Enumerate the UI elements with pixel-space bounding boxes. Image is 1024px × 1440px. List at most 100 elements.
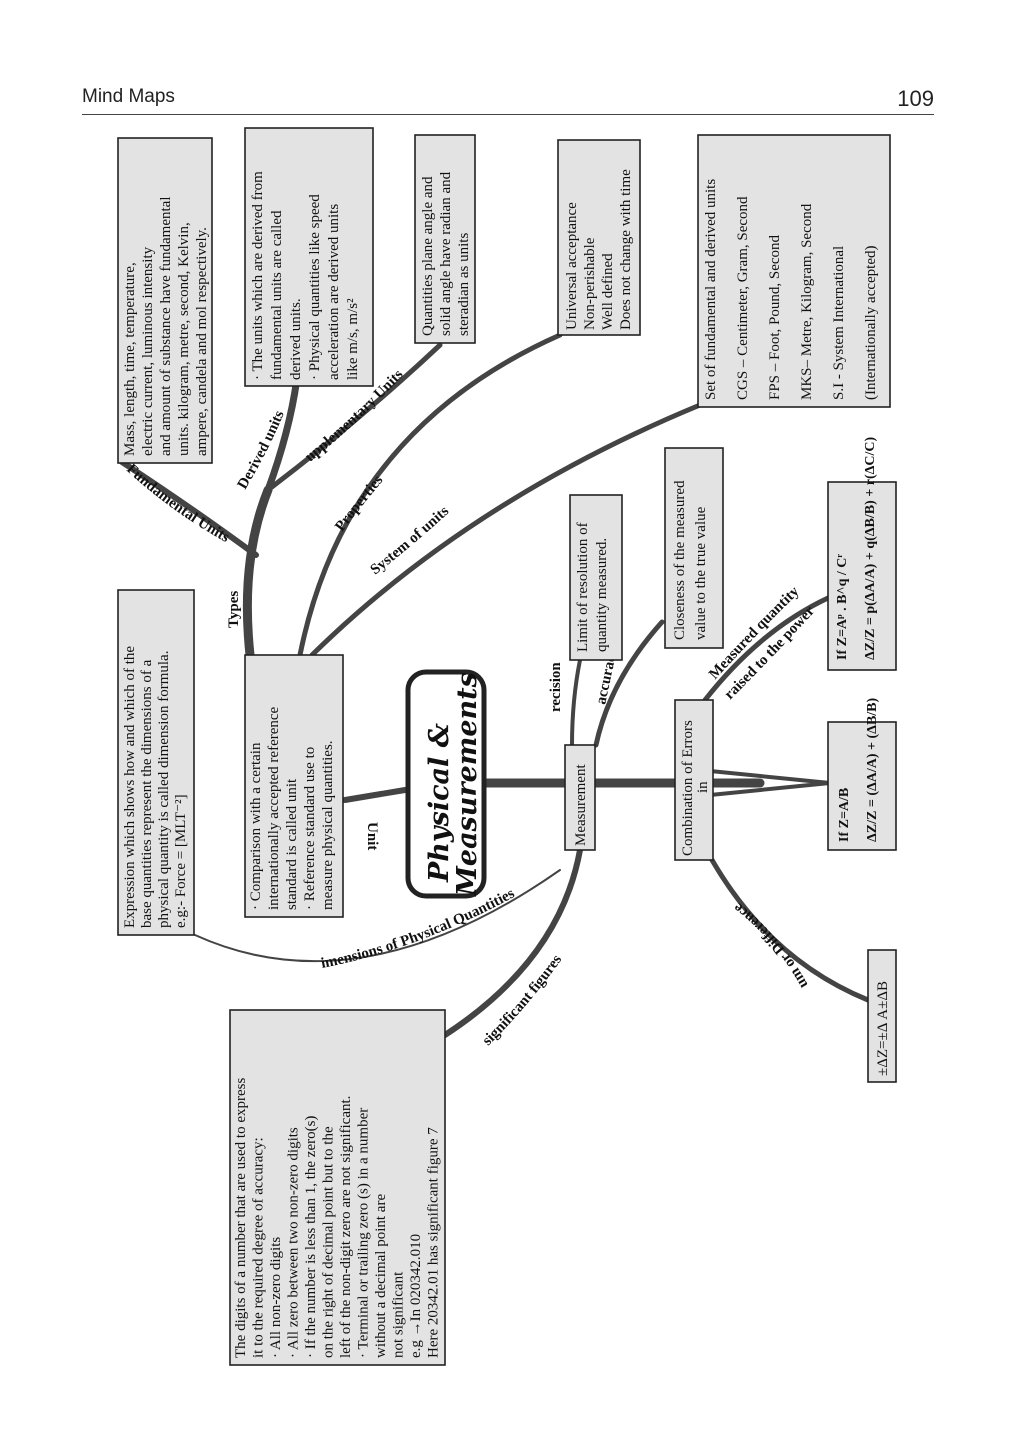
box-derived: · The units which are derived from funda… bbox=[244, 127, 374, 387]
box-properties-text-line-3: Does not change with time bbox=[618, 169, 634, 330]
box-power-text: If Z=Aᵖ . B^q / Cʳ ΔZ/Z = p(ΔA/A) + q(ΔB/… bbox=[835, 437, 878, 660]
box-dimension-text-line-1: base quantities represent the dimensions… bbox=[139, 659, 155, 928]
box-unit-text-line-3: · Reference standard use to bbox=[302, 747, 318, 910]
box-system-text-line-2: FPS – Foot, Pound, Second bbox=[767, 234, 783, 400]
box-fundamental-text-line-0: Mass, length, time, temperature, bbox=[122, 262, 138, 456]
box-sum: ±ΔZ=±Δ A±ΔB bbox=[867, 949, 897, 1083]
box-unit-text-line-1: internationally accepted reference bbox=[266, 706, 282, 910]
box-properties-text-line-1: Non-perishable bbox=[582, 237, 598, 330]
types-label: Types bbox=[226, 591, 242, 628]
box-significant: The digits of a number that are used to … bbox=[229, 1009, 446, 1366]
box-significant-text-line-1: it to the required degree of accuracy: bbox=[251, 1137, 267, 1358]
header-rule bbox=[82, 114, 934, 115]
box-division: If Z=A/B ΔZ/Z = (ΔA/A) + (ΔB/B) bbox=[827, 697, 897, 851]
branch-unit bbox=[342, 787, 408, 803]
box-significant-text-line-2: · All non-zero digits bbox=[268, 1237, 284, 1358]
box-significant-text: The digits of a number that are used to … bbox=[233, 1078, 442, 1358]
box-significant-text-line-3: · All zero between two non-zero digits bbox=[286, 1127, 302, 1358]
branch-sum bbox=[709, 857, 871, 1003]
box-supplementary-text-line-0: Quantities plane angle and bbox=[420, 176, 436, 336]
box-fundamental-text-line-3: units. kilogram, metre, second, Kelvin, bbox=[176, 222, 192, 456]
box-fundamental-text-line-1: electric current, luminous intensity bbox=[140, 246, 156, 456]
box-fundamental-text: Mass, length, time, temperature,electric… bbox=[122, 197, 210, 457]
branch-types-trunk bbox=[242, 485, 273, 660]
branch-power bbox=[702, 595, 831, 703]
box-derived-text-line-5: like m/s, m/s² bbox=[345, 298, 361, 380]
box-unit-text-line-2: standard is called unit bbox=[284, 778, 300, 910]
box-derived-text-line-4: acceleration are derived units bbox=[326, 204, 342, 380]
label-dimensions: imensions of Physical Quantities bbox=[320, 885, 518, 971]
label-precision: recision bbox=[548, 662, 564, 712]
branch-fundamental bbox=[119, 459, 259, 558]
box-derived-text: · The units which are derived from funda… bbox=[250, 171, 361, 380]
box-unit-text-line-4: measure physical quantities. bbox=[320, 740, 336, 910]
measurement-node: Measurement bbox=[564, 744, 596, 851]
branch-system bbox=[309, 402, 703, 658]
branch-accuracy bbox=[593, 619, 665, 748]
box-system-text-line-0: Set of fundamental and derived units bbox=[703, 179, 719, 400]
branch-derived bbox=[264, 374, 301, 494]
label-sum-or-difference: um or Difference bbox=[731, 899, 812, 991]
box-derived-text-line-3: · Physical quantities like speed bbox=[307, 194, 323, 380]
box-unit-text-line-0: · Comparison with a certain bbox=[248, 742, 264, 910]
box-unit: · Comparison with a certain internationa… bbox=[244, 654, 344, 918]
box-system-text-line-1: CGS – Centimeter, Gram, Second bbox=[735, 196, 751, 400]
box-supplementary-text-line-1: solid angle have radian and bbox=[438, 171, 454, 336]
unit-label: Unit bbox=[364, 822, 380, 850]
box-significant-text-line-11: Here 20342.01 has significant figure 7 bbox=[426, 1127, 442, 1358]
box-system-text-line-5: (Internationally accepted) bbox=[863, 245, 879, 400]
box-dimension-text-line-0: Expression which shows how and which of … bbox=[122, 646, 138, 928]
central-title-line1: Physical & bbox=[424, 722, 455, 883]
box-properties-text-line-0: Universal acceptance bbox=[564, 202, 580, 330]
box-dimension-text-line-3: e.g:- Force = [MLT⁻²] bbox=[173, 794, 189, 928]
box-significant-text-line-9: not significant bbox=[391, 1271, 407, 1358]
branch-precision bbox=[570, 658, 582, 747]
box-system-text: Set of fundamental and derived units CGS … bbox=[703, 179, 879, 400]
measurement-label: Measurement bbox=[573, 764, 589, 846]
box-precision-text-line-1: quantity measured. bbox=[594, 538, 610, 652]
central-node: Physical & Measurements bbox=[405, 669, 487, 899]
box-fundamental-text-line-2: and amount of substance have fundamental bbox=[158, 197, 174, 457]
branch-properties bbox=[297, 332, 563, 658]
branch-dimensions bbox=[194, 869, 561, 963]
box-supplementary-text-line-2: steradian as units bbox=[456, 233, 472, 336]
box-sum-text: ±ΔZ=±Δ A±ΔB bbox=[875, 981, 891, 1076]
box-significant-text-line-5: on the right of decimal point but to the bbox=[321, 1126, 337, 1358]
box-system-text-line-3: MKS– Metre, Kilogram, Second bbox=[799, 203, 815, 400]
box-power-text-line-0: If Z=Aᵖ . B^q / Cʳ bbox=[835, 554, 850, 660]
combination-node: Combination of Errors in bbox=[674, 699, 714, 861]
box-division-text-line-1: ΔZ/Z = (ΔA/A) + (ΔB/B) bbox=[865, 697, 880, 842]
page-number: 109 bbox=[897, 86, 934, 111]
label-properties: Properties bbox=[332, 472, 386, 534]
box-significant-text-line-8: without a decimal point are bbox=[373, 1194, 389, 1358]
box-power-text-line-1: ΔZ/Z = p(ΔA/A) + q(ΔB/B) + r(ΔC/C) bbox=[863, 437, 878, 660]
box-dimension-text-line-2: physical quantity is called dimension fo… bbox=[156, 651, 172, 928]
box-sum-text-line-0: ±ΔZ=±Δ A±ΔB bbox=[875, 981, 891, 1076]
central-title-line2: Measurements bbox=[452, 672, 483, 897]
box-significant-text-line-0: The digits of a number that are used to … bbox=[233, 1078, 249, 1358]
combination-label-line2: in bbox=[695, 781, 711, 793]
box-system: Set of fundamental and derived units CGS … bbox=[697, 134, 891, 408]
header-section: Mind Maps bbox=[82, 86, 175, 107]
box-derived-text-line-0: · The units which are derived from bbox=[250, 171, 266, 380]
branch-significant bbox=[442, 847, 583, 1038]
box-division-text-line-0: If Z=A/B bbox=[837, 788, 852, 842]
box-dimension: Expression which shows how and which of … bbox=[117, 589, 195, 936]
combination-label-line1: Combination of Errors bbox=[680, 720, 696, 856]
box-accuracy-text-line-0: Closeness of the measured bbox=[672, 480, 688, 640]
box-fundamental: Mass, length, time, temperature,electric… bbox=[117, 137, 213, 464]
box-significant-text-line-10: e.g →In 020342.010 bbox=[408, 1234, 424, 1358]
box-derived-text-line-2: derived units. bbox=[288, 298, 304, 380]
box-precision-text-line-0: Limit of resolution of bbox=[575, 522, 591, 652]
box-properties-text-line-2: Well defined bbox=[600, 253, 616, 330]
box-fundamental-text-line-4: ampere, candela and mol respectively. bbox=[194, 227, 210, 456]
box-division-text: If Z=A/B ΔZ/Z = (ΔA/A) + (ΔB/B) bbox=[837, 697, 880, 842]
